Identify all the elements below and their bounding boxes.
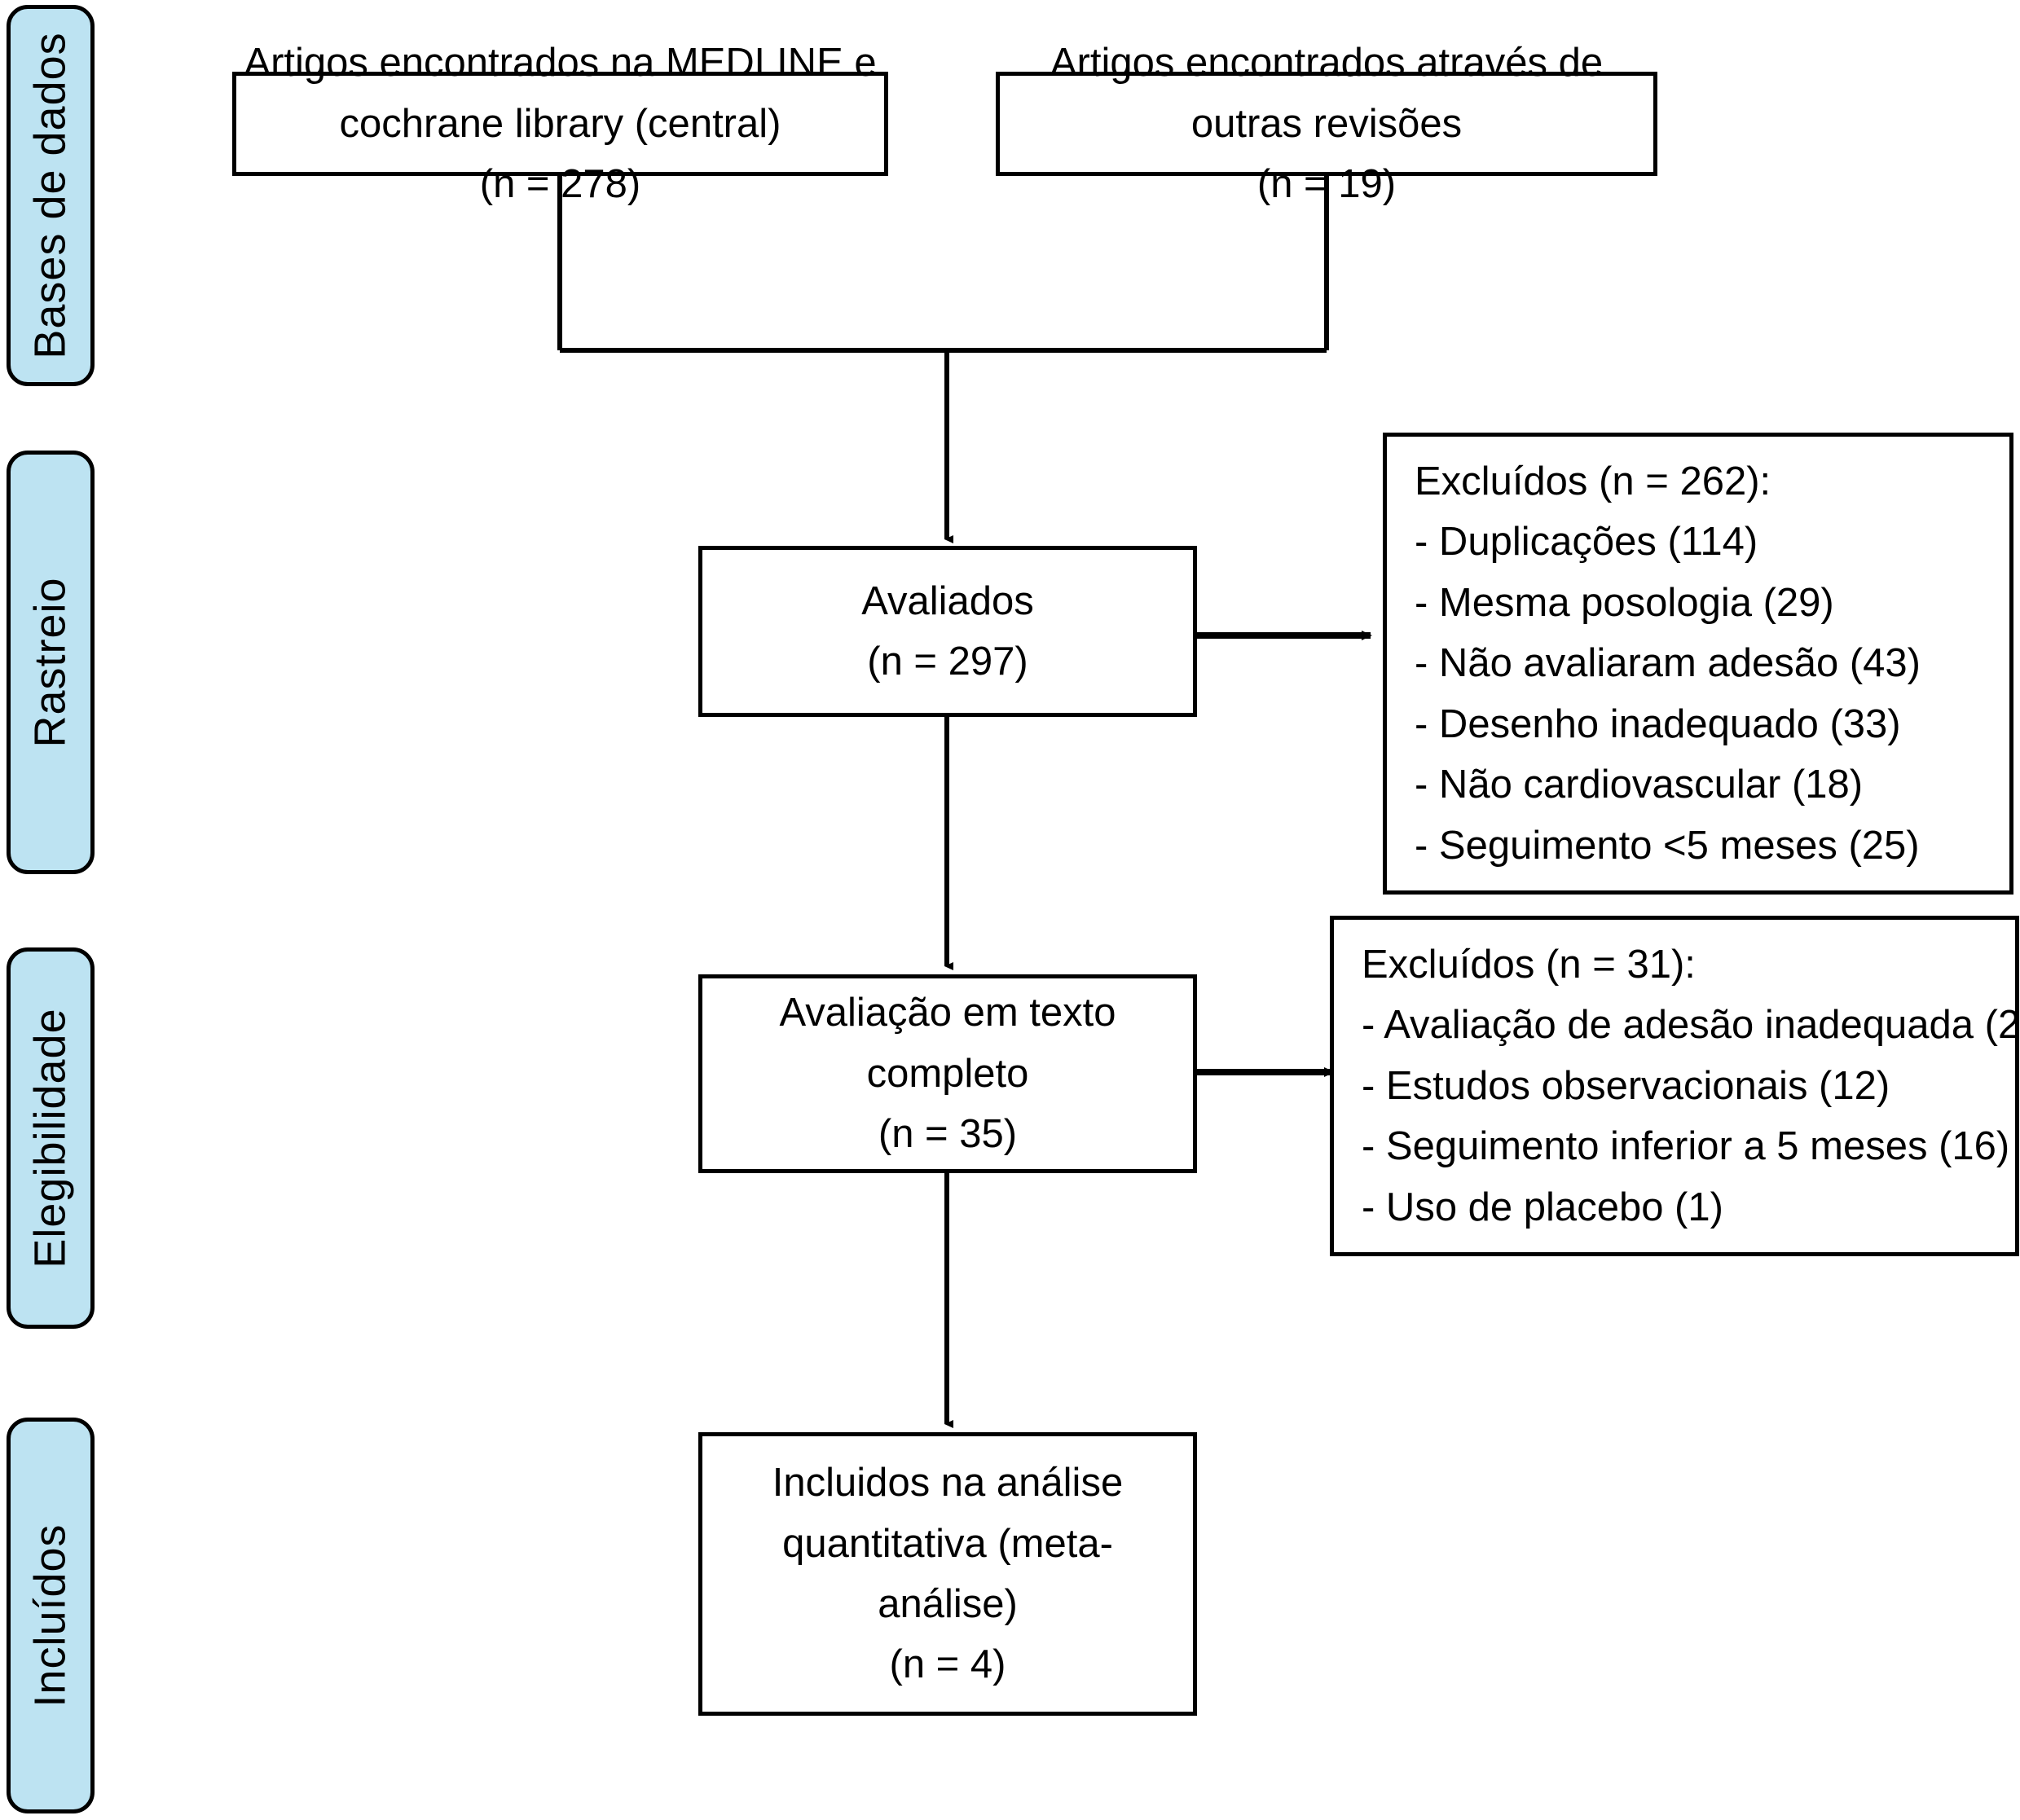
- stage-label-incluidos: Incluídos: [7, 1418, 95, 1813]
- box-exclusions-eligibility: Excluídos (n = 31): - Avaliação de adesã…: [1330, 916, 2020, 1256]
- box-identification-databases: Artigos encontrados na MEDLINE e cochran…: [232, 41, 888, 206]
- box-line: cochrane library (central): [339, 101, 781, 146]
- exclusion-heading: Excluídos (n = 262):: [1415, 459, 1771, 503]
- exclusion-reason: - Avaliação de adesão inadequada (2): [1362, 1003, 2020, 1048]
- stage-label-bases-de-dados: Bases de dados: [7, 5, 95, 386]
- box-line: Artigos encontrados através de: [1050, 41, 1604, 86]
- box-line: análise): [878, 1582, 1018, 1626]
- exclusion-reason: - Mesma posologia (29): [1415, 580, 1834, 625]
- box-line: quantitativa (meta-: [782, 1521, 1113, 1566]
- exclusion-reason: - Não avaliaram adesão (43): [1415, 641, 1921, 686]
- exclusion-reason: - Desenho inadequado (33): [1415, 701, 1901, 746]
- box-line: (n = 4): [889, 1642, 1006, 1687]
- box-line: (n = 297): [867, 640, 1028, 684]
- box-screened: Avaliados (n = 297): [698, 546, 1197, 717]
- box-included: Incluidos na análise quantitativa (meta-…: [698, 1432, 1197, 1716]
- box-line: Incluidos na análise: [772, 1461, 1124, 1506]
- box-line: outras revisões: [1190, 101, 1463, 146]
- exclusion-reason: - Seguimento <5 meses (25): [1415, 823, 1920, 868]
- box-fulltext-assessment: Avaliação em texto completo (n = 35): [698, 974, 1197, 1173]
- stage-label-rastreio: Rastreio: [7, 451, 95, 874]
- box-exclusions-screening: Excluídos (n = 262): - Duplicações (114)…: [1383, 433, 2013, 895]
- box-line: (n = 278): [479, 162, 641, 207]
- box-line: (n = 35): [878, 1112, 1018, 1157]
- merge-connector: [557, 175, 1329, 353]
- stage-label-text: Bases de dados: [26, 32, 75, 359]
- exclusion-reason: - Duplicações (114): [1415, 520, 1758, 565]
- stage-label-text: Incluídos: [26, 1523, 76, 1708]
- box-line: Avaliados: [861, 578, 1034, 623]
- box-line: Artigos encontrados na MEDLINE e: [244, 41, 877, 86]
- stage-label-text: Rastreio: [26, 577, 76, 748]
- box-line: completo: [866, 1051, 1029, 1096]
- exclusion-heading: Excluídos (n = 31):: [1362, 942, 1696, 987]
- exclusion-reason: - Estudos observacionais (12): [1362, 1063, 1890, 1108]
- stage-label-elegibilidade: Elegibilidade: [7, 947, 95, 1329]
- exclusion-reason: - Uso de placebo (1): [1362, 1185, 1723, 1229]
- box-line: (n = 19): [1256, 162, 1397, 207]
- exclusion-reason: - Não cardiovascular (18): [1415, 763, 1864, 807]
- box-identification-other-sources: Artigos encontrados através de outras re…: [996, 41, 1657, 206]
- stage-label-text: Elegibilidade: [26, 1008, 76, 1268]
- exclusion-reason: - Seguimento inferior a 5 meses (16): [1362, 1124, 2010, 1169]
- box-line: Avaliação em texto: [779, 991, 1116, 1035]
